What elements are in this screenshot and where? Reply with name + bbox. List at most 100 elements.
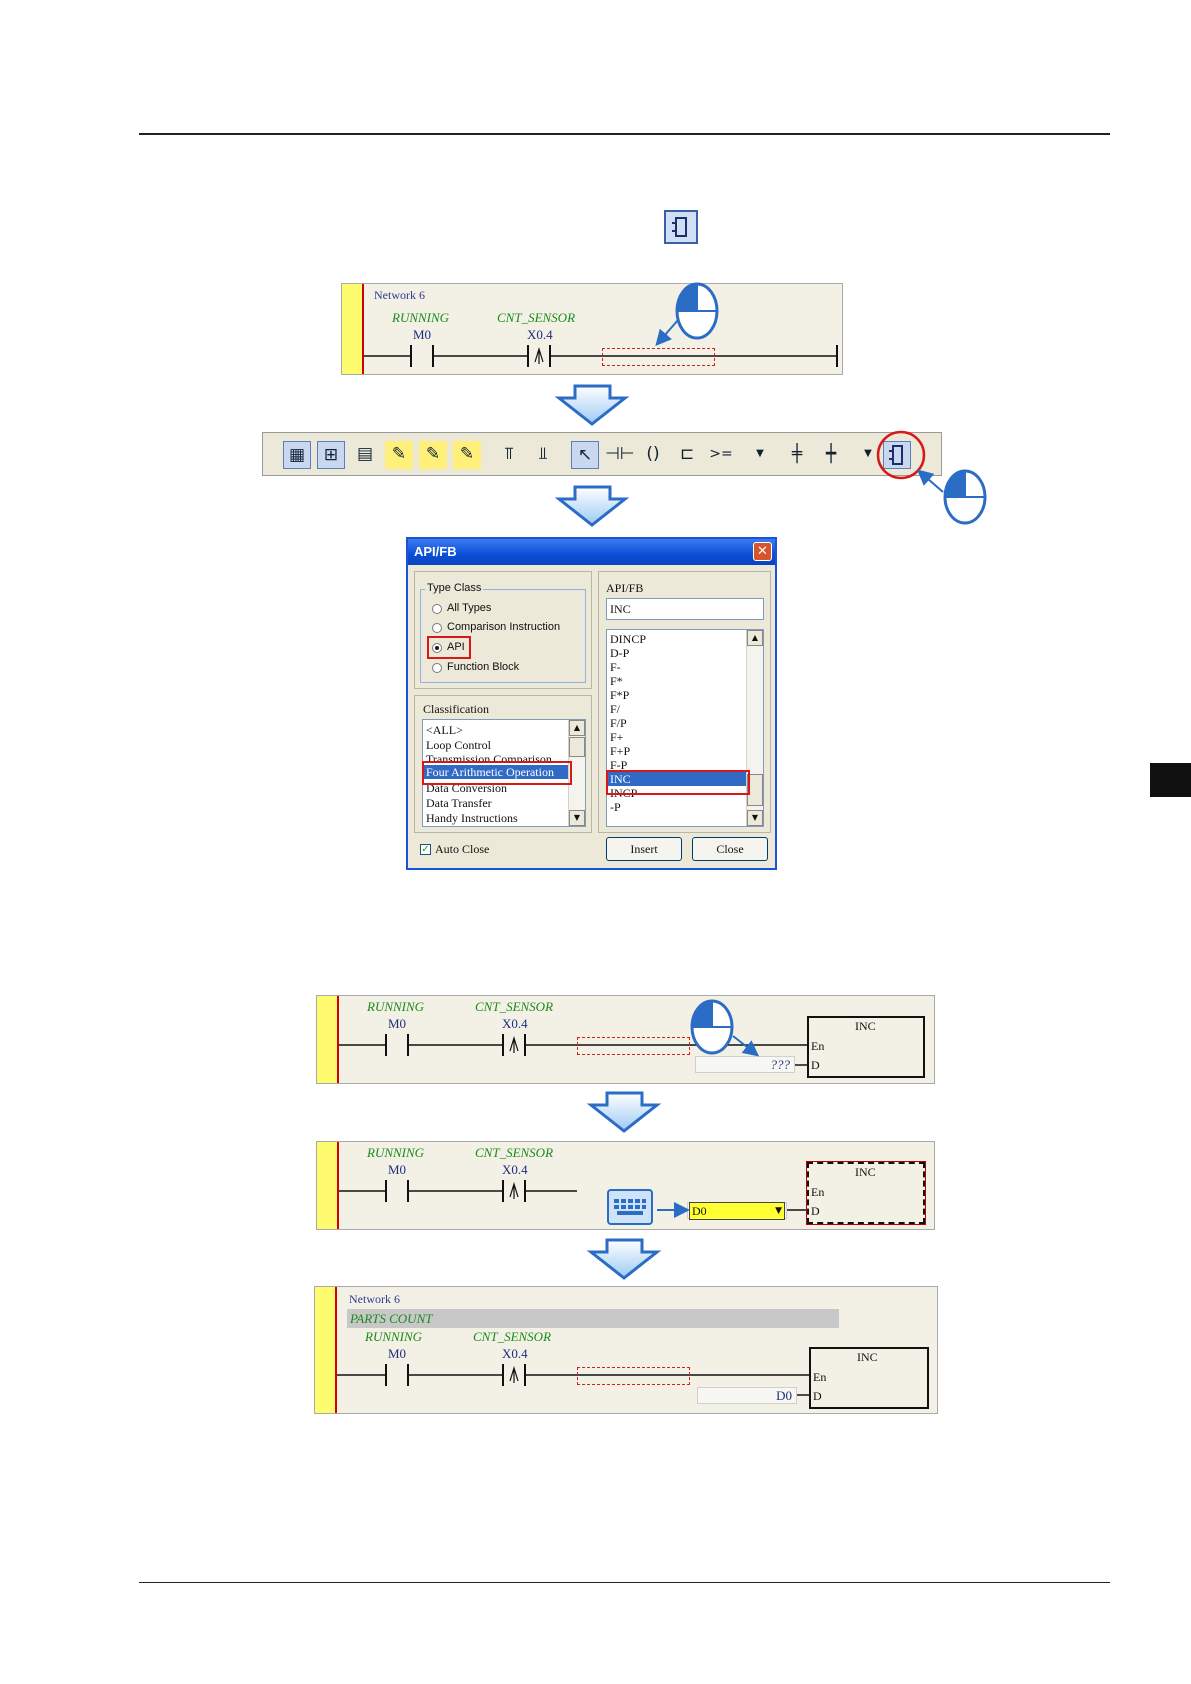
api-search-input[interactable]: INC — [606, 598, 764, 620]
edit-comment-icon[interactable]: ✎ — [385, 441, 413, 469]
vertical-line-icon[interactable]: ┿ — [825, 444, 837, 464]
list-item[interactable]: F* — [610, 674, 623, 688]
inc-function-block[interactable]: INC En D — [807, 1016, 925, 1078]
fb-en-pin: En — [811, 1039, 825, 1053]
radio-function-block[interactable] — [432, 663, 442, 673]
network-marker-bar — [317, 1142, 339, 1229]
output-cursor[interactable] — [577, 1037, 690, 1055]
list-item[interactable]: D-P — [610, 646, 630, 660]
list-item[interactable]: -P — [610, 800, 621, 814]
fb-en-pin: En — [813, 1370, 827, 1384]
fb-instruction-name: INC — [855, 1019, 876, 1033]
scroll-up-icon[interactable]: ▲ — [747, 630, 763, 646]
function-block-icon[interactable]: ⊏ — [679, 444, 695, 464]
edit-comment-2-icon[interactable]: ✎ — [419, 441, 447, 469]
scroll-thumb[interactable] — [747, 774, 763, 806]
network-marker-bar — [315, 1287, 337, 1413]
scroll-thumb[interactable] — [569, 737, 585, 757]
radio-all-types[interactable] — [432, 604, 442, 614]
output-cursor[interactable] — [577, 1367, 690, 1385]
operand-field[interactable]: D0 — [697, 1387, 797, 1404]
insert-network-below-icon[interactable]: ⫫ — [538, 444, 548, 464]
insert-network-above-icon[interactable]: ⫪ — [504, 444, 514, 464]
operand-field[interactable]: ??? — [695, 1056, 795, 1073]
api-fb-button-icon[interactable] — [883, 441, 911, 469]
list-item[interactable]: F/P — [610, 716, 627, 730]
cnt-sensor-comment: CNT_SENSOR — [473, 1329, 552, 1344]
line-dropdown-icon[interactable]: ▼ — [864, 448, 872, 459]
insert-button[interactable]: Insert — [606, 837, 682, 861]
dialog-title: API/FB — [408, 539, 775, 565]
list-item-selected[interactable]: INC — [607, 772, 748, 786]
network-marker-bar — [342, 284, 364, 374]
ladder-toolbar: ▦ ⊞ ▤ ✎ ✎ ✎ ⫪ ⫫ ↖ ⊣⊢ () ⊏ >= ▼ ╪ ┿ ▼ — [262, 432, 942, 476]
classification-list[interactable]: <ALL> Loop Control Transmission Comparis… — [422, 719, 586, 827]
ladder-rung-3 — [339, 1180, 807, 1211]
list-item[interactable]: Data Transfer — [426, 796, 492, 810]
api-fb-label: API/FB — [606, 581, 644, 595]
radio-api[interactable] — [432, 643, 442, 653]
x04-operand: X0.4 — [502, 1346, 528, 1361]
scroll-up-icon[interactable]: ▲ — [569, 720, 585, 736]
classification-label: Classification — [423, 702, 489, 716]
list-item[interactable]: F/ — [610, 702, 621, 716]
ladder-network-panel-2: RUNNING CNT_SENSOR M0 X0.4 ??? INC En D — [316, 995, 935, 1084]
scroll-down-icon[interactable]: ▼ — [747, 810, 763, 826]
header-rule — [139, 133, 1110, 135]
ladder-view-icon[interactable]: ▦ — [283, 441, 311, 469]
api-list-scrollbar[interactable]: ▲ ▼ — [746, 630, 763, 826]
highlight-inc — [606, 770, 750, 795]
radio-comparison[interactable] — [432, 623, 442, 633]
output-cursor[interactable] — [602, 348, 715, 366]
radio-function-block-label: Function Block — [447, 661, 520, 673]
list-item[interactable]: Loop Control — [426, 738, 491, 752]
fb-en-pin: En — [811, 1185, 825, 1199]
radio-api-label: API — [447, 641, 465, 653]
coil-icon[interactable]: () — [646, 444, 660, 464]
list-item[interactable]: Transmission Comparison — [426, 753, 552, 762]
list-item[interactable]: F+P — [610, 744, 631, 758]
inc-function-block[interactable]: INC En D — [809, 1347, 929, 1409]
api-fb-group — [598, 571, 771, 833]
radio-comparison-label: Comparison Instruction — [447, 621, 561, 633]
parallel-branch-icon[interactable]: ╪ — [791, 444, 803, 464]
api-instruction-list[interactable]: DINCP D-P F- F* F*P F/ F/P F+ F+P F-P IN… — [606, 629, 764, 827]
operand-dropdown-icon[interactable]: ▼ — [775, 1206, 782, 1216]
network-comment[interactable]: PARTS COUNT — [347, 1309, 839, 1328]
list-item[interactable]: F+ — [610, 730, 624, 744]
operand-placeholder: ??? — [770, 1057, 791, 1072]
contact-icon[interactable]: ⊣⊢ — [605, 444, 635, 464]
compare-dropdown-icon[interactable]: ▼ — [756, 448, 764, 459]
list-item[interactable]: DINCP — [610, 632, 647, 646]
m0-operand: M0 — [413, 327, 432, 342]
list-item[interactable]: <ALL> — [426, 723, 463, 737]
highlight-four-arithmetic — [422, 761, 572, 785]
list-item[interactable]: F-P — [610, 758, 628, 772]
operand-input[interactable]: D0 ▼ — [689, 1202, 785, 1220]
dialog-close-icon[interactable]: ✕ — [753, 542, 772, 561]
fb-d-pin: D — [813, 1389, 822, 1403]
footer-rule — [139, 1582, 1110, 1583]
m0-operand: M0 — [388, 1016, 407, 1031]
select-pointer-icon[interactable]: ↖ — [571, 441, 599, 469]
operand-value: D0 — [776, 1388, 792, 1403]
compare-icon[interactable]: >= — [709, 446, 733, 462]
step-arrow-1-icon — [554, 384, 630, 426]
window-icon[interactable]: ▤ — [356, 444, 374, 464]
list-item[interactable]: F*P — [610, 688, 630, 702]
type-class-label: Type Class — [425, 582, 484, 594]
classification-scrollbar[interactable]: ▲ ▼ — [568, 720, 585, 826]
highlight-api-option — [427, 636, 471, 659]
inc-function-block[interactable]: INC En D — [806, 1161, 926, 1225]
edit-comment-3-icon[interactable]: ✎ — [453, 441, 481, 469]
list-item[interactable]: Handy Instructions — [426, 811, 518, 825]
scroll-down-icon[interactable]: ▼ — [569, 810, 585, 826]
list-item[interactable]: F- — [610, 660, 621, 674]
x04-operand: X0.4 — [527, 327, 553, 342]
ladder-network-panel-4: Network 6 PARTS COUNT RUNNING CNT_SENSOR… — [314, 1286, 938, 1414]
auto-close-checkbox[interactable]: ✓ — [420, 844, 431, 855]
network-view-icon[interactable]: ⊞ — [317, 441, 345, 469]
list-item-selected[interactable]: Four Arithmetic Operation — [423, 765, 570, 779]
ladder-network-panel-3: RUNNING CNT_SENSOR M0 X0.4 D0 ▼ INC En D — [316, 1141, 935, 1230]
close-button[interactable]: Close — [692, 837, 768, 861]
